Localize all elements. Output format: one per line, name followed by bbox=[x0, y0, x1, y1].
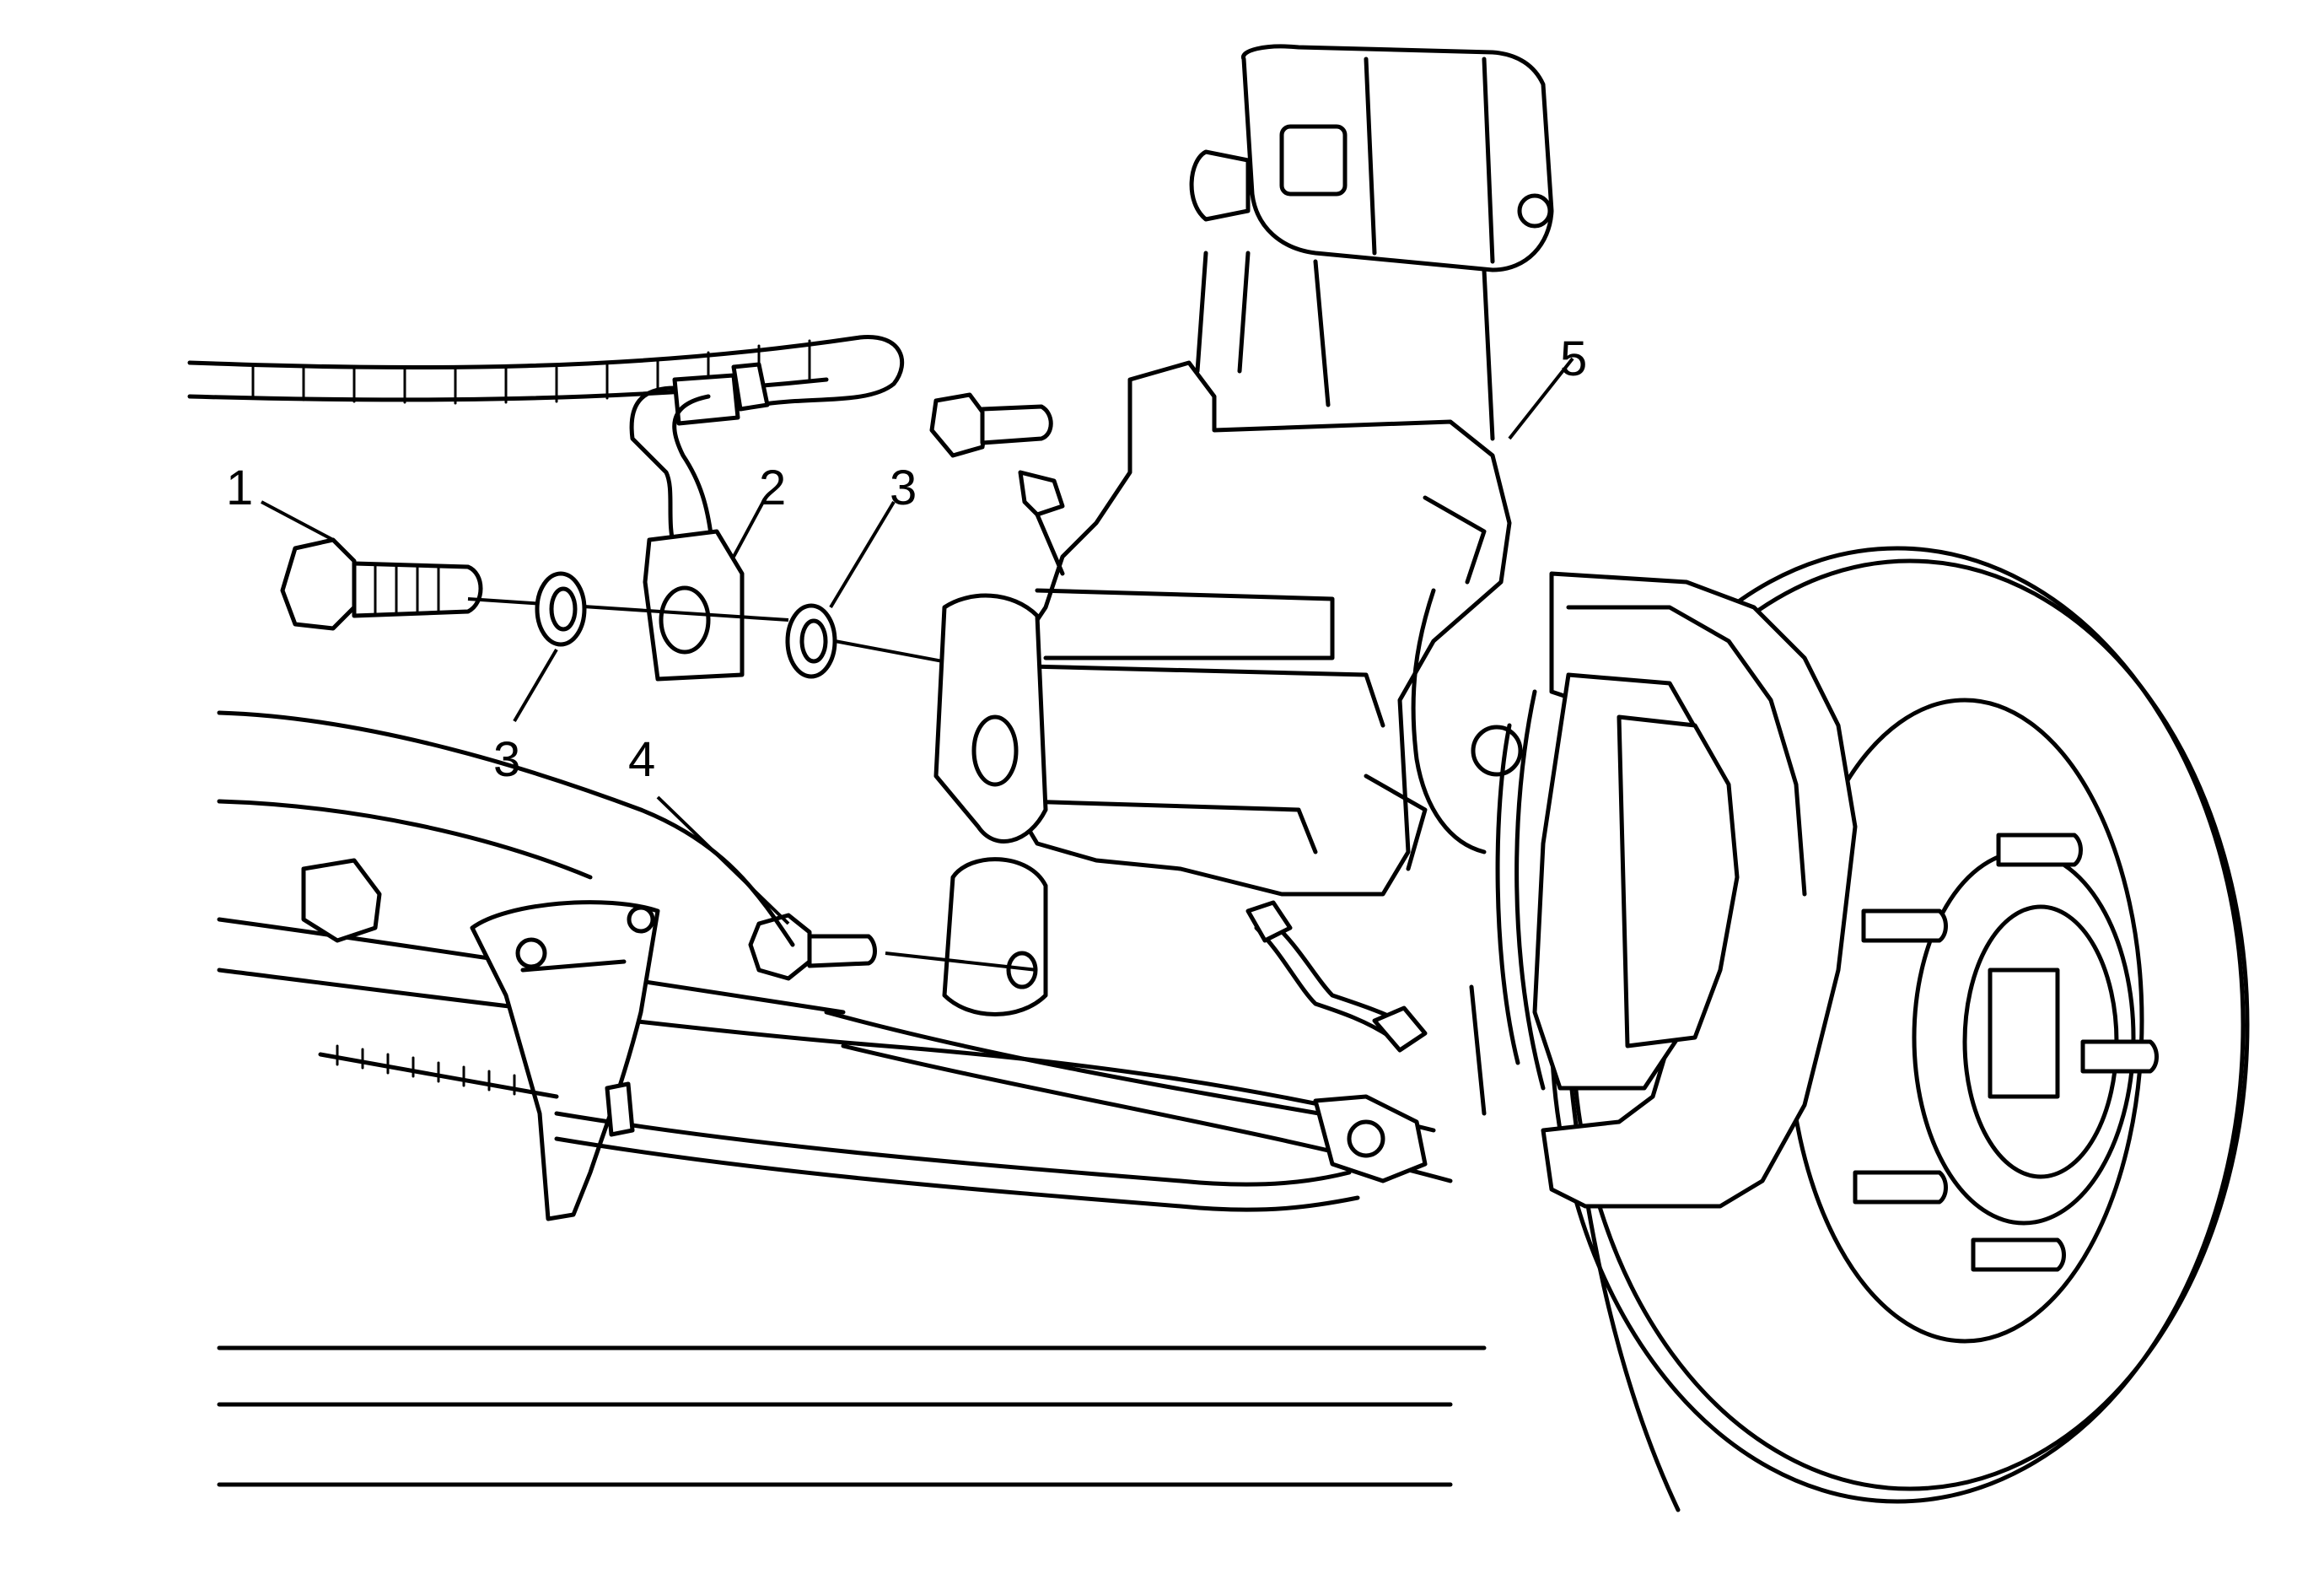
part-3-washer-a bbox=[535, 571, 587, 647]
callout-1: 1 bbox=[226, 461, 253, 515]
strut-assembly bbox=[1189, 44, 1554, 441]
callout-3-upper: 3 bbox=[890, 461, 917, 515]
parking-brake-cable bbox=[318, 1044, 1428, 1212]
callout-3-lower: 3 bbox=[493, 732, 520, 787]
frame-rail bbox=[217, 1345, 1487, 1487]
upper-bolt bbox=[929, 392, 1053, 458]
brake-hose bbox=[187, 335, 904, 682]
brake-line bbox=[1245, 900, 1428, 1053]
callout-2: 2 bbox=[759, 461, 786, 515]
caliper-bracket bbox=[1469, 571, 1858, 1209]
part-4-bolt bbox=[748, 913, 877, 981]
callout-4: 4 bbox=[628, 732, 655, 787]
callout-leaders bbox=[261, 357, 1574, 925]
steering-knuckle bbox=[885, 588, 1523, 1016]
part-1-bolt bbox=[280, 537, 789, 631]
part-5-caliper bbox=[1009, 360, 1512, 897]
wheel-studs bbox=[1853, 833, 2159, 1272]
callout-5: 5 bbox=[1560, 332, 1587, 386]
